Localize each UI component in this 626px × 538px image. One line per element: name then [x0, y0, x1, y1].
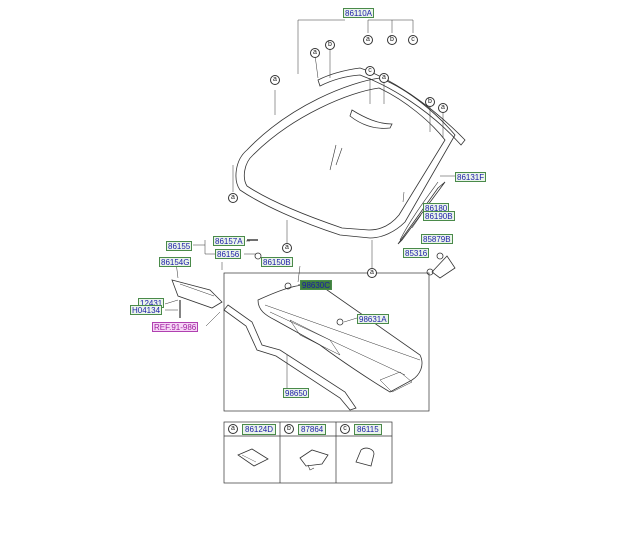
callout-a-upper-left: a — [310, 48, 320, 58]
legend-letter-a: a — [228, 424, 238, 434]
label-86156[interactable]: 86156 — [215, 249, 242, 259]
label-98630C[interactable]: 98630C — [300, 280, 333, 290]
side-moulding — [397, 181, 446, 245]
callout-a-lower-left: a — [228, 193, 238, 203]
callout-c-center: c — [365, 66, 375, 76]
label-ref-91-986[interactable]: REF.91-986 — [152, 322, 199, 332]
bracket-85879B — [431, 255, 456, 279]
callout-b-right: b — [425, 97, 435, 107]
legend-part-86124D-label[interactable]: 86124D — [242, 424, 277, 435]
label-98631A[interactable]: 98631A — [357, 314, 389, 324]
side-cover — [171, 279, 223, 309]
callout-a-right: a — [438, 103, 448, 113]
callout-a-top: a — [363, 35, 373, 45]
label-86155[interactable]: 86155 — [166, 241, 193, 251]
cowl-seal — [223, 304, 357, 411]
label-86190B[interactable]: 86190B — [423, 211, 455, 221]
legend-table — [223, 421, 393, 484]
callout-b-upper-left: b — [325, 40, 335, 50]
legend-part-87864-label[interactable]: 87864 — [298, 424, 327, 435]
label-98650[interactable]: 98650 — [283, 388, 310, 398]
windshield-glass — [235, 77, 456, 239]
callout-c-top: c — [408, 35, 418, 45]
cowl-panel — [257, 283, 423, 393]
callout-a-center: a — [379, 73, 389, 83]
label-86131F[interactable]: 86131F — [455, 172, 487, 182]
label-86154G[interactable]: 86154G — [159, 257, 192, 267]
label-86157A[interactable]: 86157A — [213, 236, 245, 246]
callout-a-left: a — [270, 75, 280, 85]
label-86110A[interactable]: 86110A — [343, 8, 374, 18]
label-85316[interactable]: 85316 — [403, 248, 430, 258]
legend-part-86115 — [355, 447, 375, 467]
label-H04134[interactable]: H04134 — [130, 305, 163, 315]
legend-part-87864 — [299, 449, 329, 467]
callout-a-bottom-right: a — [367, 268, 377, 278]
callout-a-bottom: a — [282, 243, 292, 253]
label-85879B[interactable]: 85879B — [421, 234, 453, 244]
label-86150B[interactable]: 86150B — [261, 257, 293, 267]
legend-letter-b: b — [284, 424, 294, 434]
callout-b-top: b — [387, 35, 397, 45]
upper-moulding — [317, 67, 466, 146]
legend-letter-c: c — [340, 424, 350, 434]
legend-part-86124D — [237, 448, 269, 467]
cowl-group-frame — [223, 272, 430, 412]
legend-part-86115-label[interactable]: 86115 — [354, 424, 382, 435]
